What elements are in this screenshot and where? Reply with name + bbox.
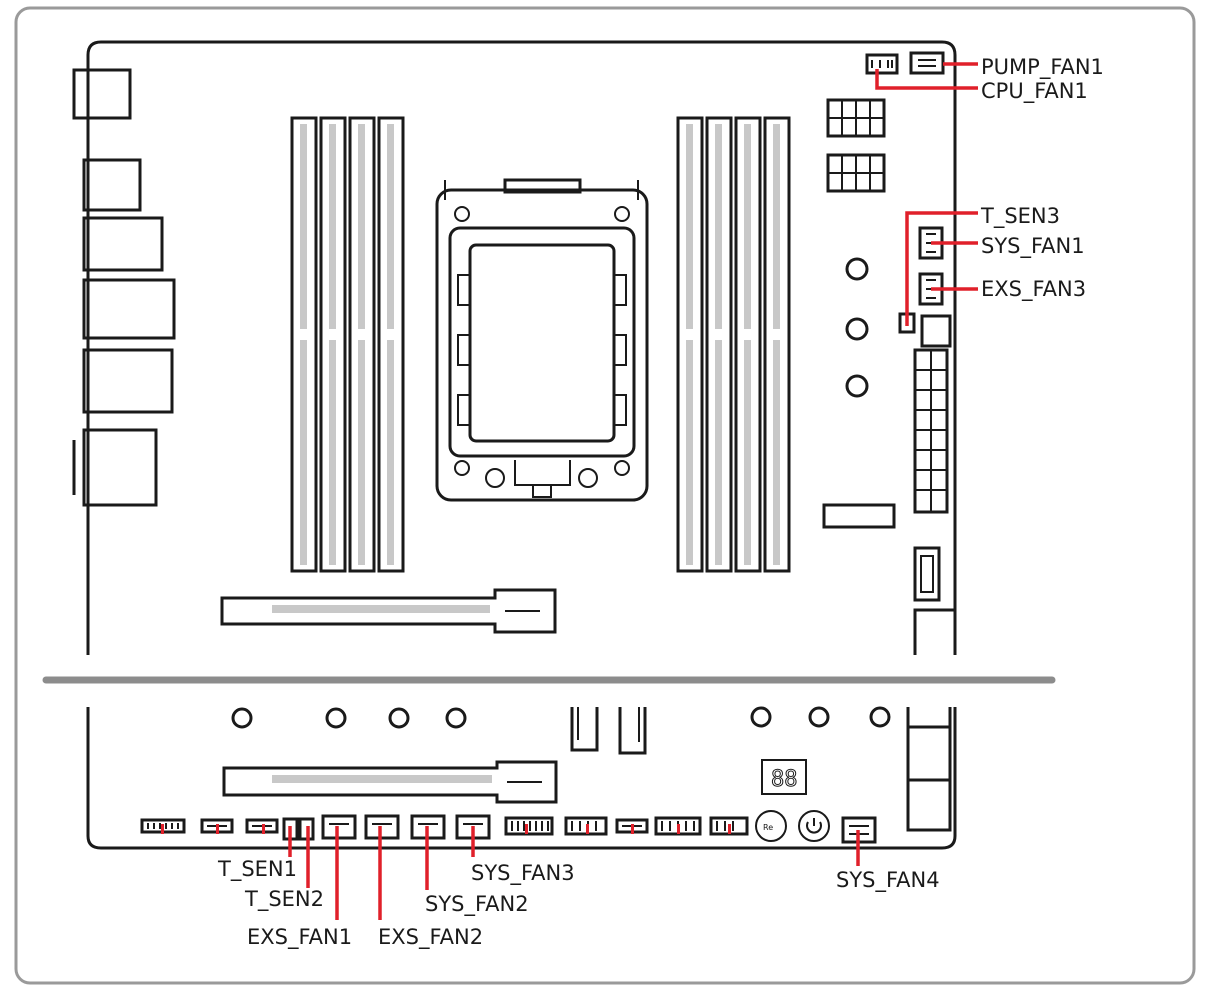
exs-fan1-label: EXS_FAN1: [247, 925, 352, 950]
power-button: [798, 810, 830, 842]
exs-fan3-label: EXS_FAN3: [981, 277, 1086, 302]
sys-fan2-label: SYS_FAN2: [425, 892, 529, 917]
cpu-fan1-header: [865, 53, 899, 75]
mounting-holes-lower: [231, 706, 891, 729]
debug-led-display: 88: [761, 759, 807, 795]
board-outline-top: [86, 40, 957, 655]
dimm-slots-left: [290, 116, 405, 573]
t-sen3-label: T_SEN3: [980, 204, 1060, 229]
sata-connector: [913, 546, 955, 655]
sys-fan3-label: SYS_FAN3: [471, 861, 575, 886]
outer-frame: [14, 6, 1196, 985]
t-sen2-label: T_SEN2: [244, 887, 324, 912]
t-sen1-label: T_SEN1: [217, 857, 297, 882]
board-outline-bottom: [86, 707, 957, 850]
svg-text:Re: Re: [763, 823, 773, 832]
cpu-power-connectors: [826, 98, 886, 193]
mounting-holes-upper: [845, 257, 869, 398]
cpu-fan1-leader: [875, 69, 978, 90]
atx-power-connector: [913, 348, 949, 514]
pump-fan1-header: [909, 51, 945, 75]
pcie-slot-upper: [220, 588, 557, 634]
debug-led-digits: 88: [771, 767, 798, 792]
reset-button: Re: [755, 810, 787, 842]
dimm-slots-right: [676, 116, 791, 573]
exs-fan1-header: [321, 814, 357, 840]
exs-fan2-label: EXS_FAN2: [378, 925, 483, 950]
pcie-slot-lower: [222, 760, 558, 804]
usb-header: [822, 503, 896, 529]
rear-io-panel: [72, 68, 176, 507]
right-edge-connectors: [906, 707, 952, 832]
m2-connectors: [570, 707, 647, 755]
cpu-fan1-label: CPU_FAN1: [981, 79, 1088, 104]
cpu-socket: [435, 178, 649, 502]
pump-fan1-label: PUMP_FAN1: [981, 55, 1104, 80]
t-sen3-leader: [905, 211, 978, 326]
header-highlight-marks: [161, 824, 731, 834]
sys-fan1-label: SYS_FAN1: [981, 234, 1085, 259]
side-connector: [920, 314, 952, 348]
exs-fan2-header: [364, 814, 400, 840]
sys-fan4-label: SYS_FAN4: [836, 868, 940, 893]
